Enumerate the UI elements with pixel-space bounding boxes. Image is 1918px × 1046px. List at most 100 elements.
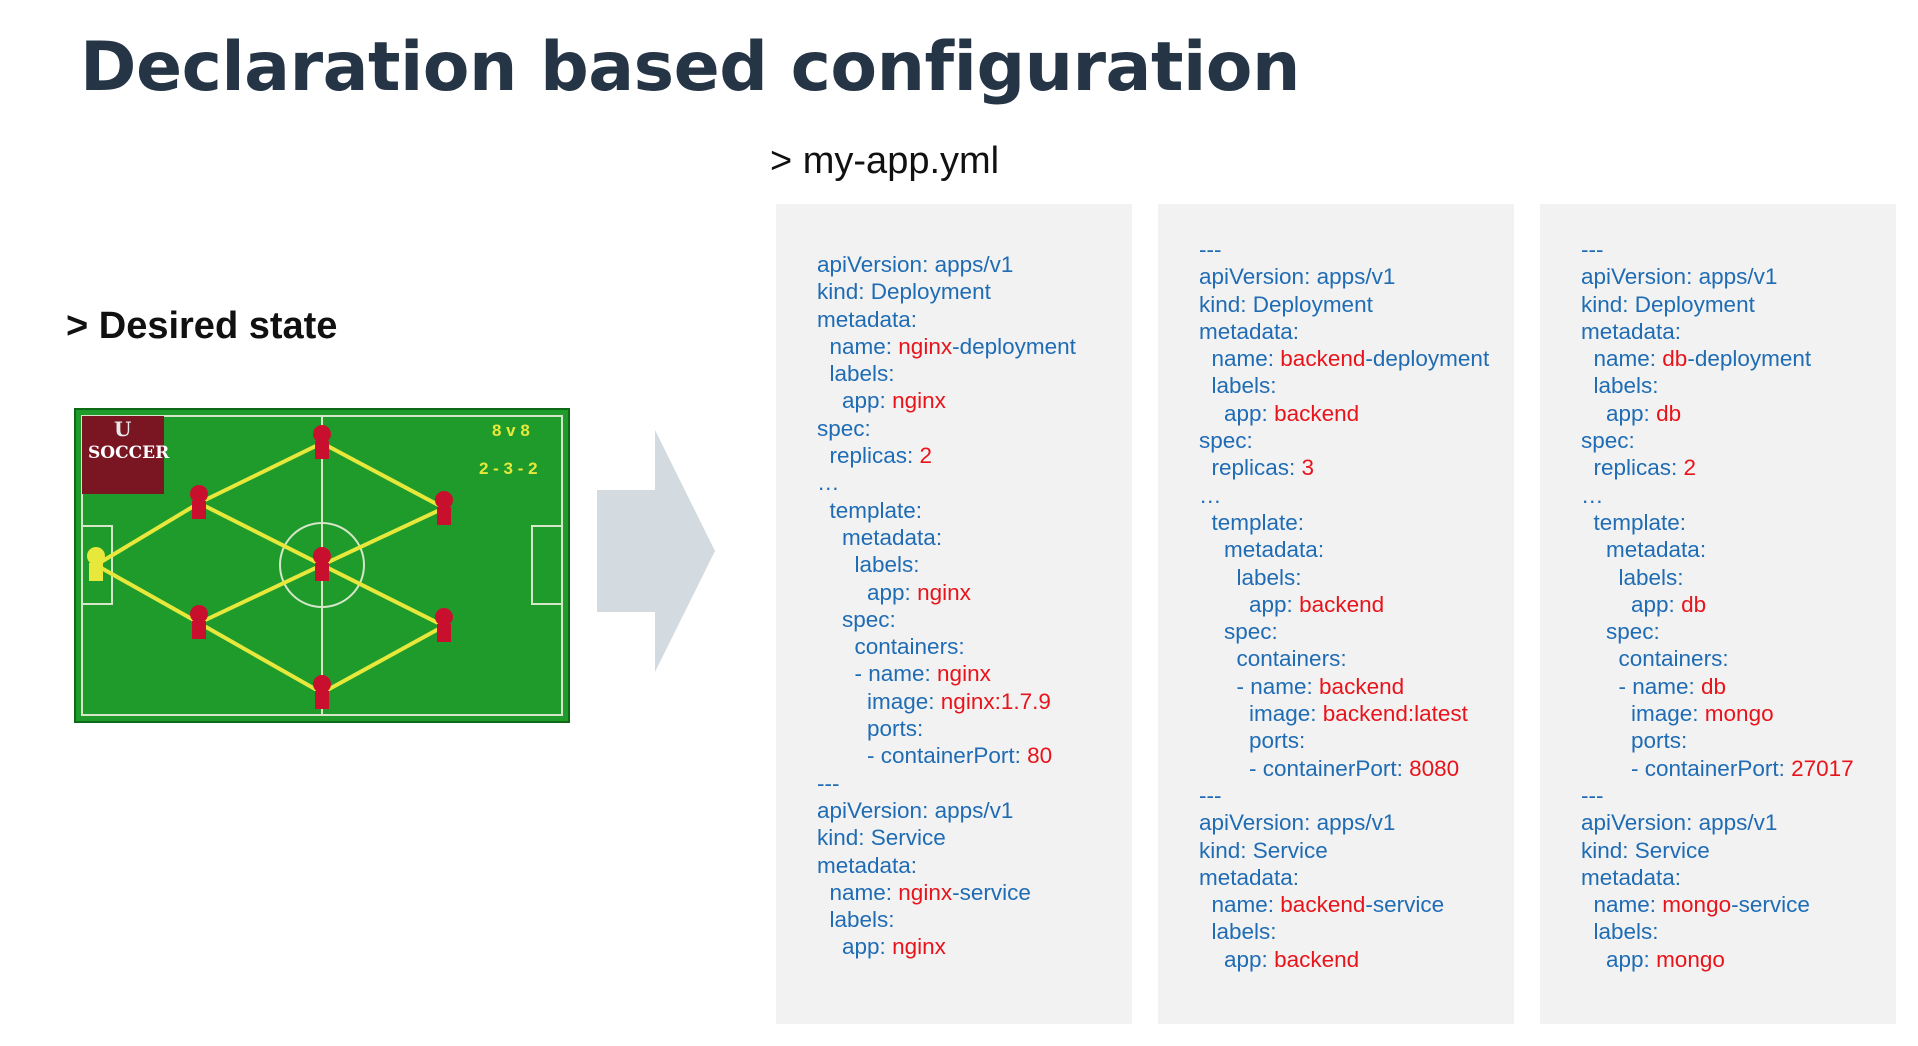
yaml-value: backend [1274, 400, 1360, 426]
yaml-key: apiVersion: apps/v1 [817, 252, 1014, 277]
yaml-line: labels: [1581, 372, 1854, 399]
yaml-key: labels: [817, 361, 895, 387]
yaml-line: - name: db [1581, 673, 1854, 700]
yaml-line: - containerPort: 8080 [1199, 755, 1489, 782]
yaml-line: template: [817, 497, 1076, 524]
yaml-line: spec: [1199, 427, 1489, 454]
yaml-line: labels: [1581, 564, 1854, 591]
yaml-key: name: [1581, 346, 1663, 372]
yaml-key: kind: Deployment [1199, 291, 1373, 317]
yaml-key: labels: [817, 907, 895, 933]
yaml-line: apiVersion: apps/v1 [1199, 263, 1489, 290]
yaml-line: image: nginx:1.7.9 [817, 688, 1076, 715]
yaml-line: app: db [1581, 591, 1854, 618]
yaml-key: … [1199, 482, 1222, 508]
yaml-line: metadata: [1199, 318, 1489, 345]
yaml-line: ports: [817, 715, 1076, 742]
yaml-line: name: nginx-service [817, 879, 1076, 906]
yaml-line: metadata: [1581, 536, 1854, 563]
yaml-key: labels: [1199, 919, 1277, 945]
yaml-line: containers: [817, 633, 1076, 660]
yaml-key: --- [1199, 782, 1222, 808]
yaml-key: containers: [1199, 646, 1347, 672]
yaml-line: name: backend-deployment [1199, 345, 1490, 372]
yaml-line: app: backend [1199, 591, 1489, 618]
yaml-line: metadata: [1199, 864, 1489, 891]
yaml-key: apiVersion: apps/v1 [1581, 264, 1778, 290]
yaml-line: apiVersion: apps/v1 [1581, 263, 1854, 290]
desired-state-label: > Desired state [66, 305, 338, 347]
yaml-key: apiVersion: apps/v1 [1199, 264, 1396, 290]
yaml-line: app: backend [1199, 946, 1489, 973]
yaml-line: --- [1199, 782, 1489, 809]
yaml-key: --- [817, 770, 840, 796]
yaml-line: metadata: [817, 306, 1076, 333]
yaml-value: mongo [1656, 946, 1725, 972]
yaml-key: labels: [1581, 919, 1659, 945]
yaml-value: nginx [937, 661, 991, 687]
yaml-line: metadata: [1199, 536, 1489, 563]
yaml-key: replicas: [817, 443, 920, 469]
yaml-line: image: backend:latest [1199, 700, 1489, 727]
yaml-key: name: [1199, 346, 1281, 372]
yaml-value: mongo [1662, 892, 1732, 918]
file-label: > my-app.yml [770, 140, 1000, 182]
yaml-key: … [817, 470, 840, 496]
yaml-key: - name: [1199, 673, 1320, 699]
yaml-key: labels: [1199, 373, 1277, 399]
yaml-suffix: -service [1365, 892, 1445, 918]
yaml-line: name: nginx-deployment [817, 333, 1076, 360]
yaml-key: - containerPort: [1581, 755, 1792, 781]
soccer-formation-image: SOCCER U 8 v 8 2 - 3 - 2 [74, 408, 570, 723]
slide-title: Declaration based configuration [80, 28, 1300, 107]
yaml-value: 3 [1301, 455, 1315, 481]
yaml-line: image: mongo [1581, 700, 1854, 727]
yaml-key: template: [1581, 509, 1687, 535]
yaml-key: apiVersion: apps/v1 [1581, 810, 1778, 836]
yaml-line: metadata: [817, 524, 1076, 551]
yaml-line: kind: Deployment [1199, 291, 1489, 318]
yaml-value: backend [1299, 591, 1385, 617]
yaml-key: apiVersion: apps/v1 [1199, 810, 1396, 836]
yaml-key: kind: Deployment [1581, 291, 1755, 317]
yaml-key: --- [1581, 237, 1604, 262]
yaml-line: app: mongo [1581, 946, 1854, 973]
yaml-value: nginx [892, 934, 946, 960]
yaml-key: app: [817, 934, 893, 960]
yaml-suffix: -deployment [1687, 346, 1812, 372]
yaml-line: - containerPort: 27017 [1581, 755, 1854, 782]
yaml-key: name: [817, 879, 899, 905]
yaml-value: 80 [1027, 743, 1053, 769]
yaml-value: db [1701, 673, 1727, 699]
yaml-key: metadata: [1581, 864, 1682, 890]
yaml-key: containers: [817, 634, 965, 660]
yaml-line: … [1199, 482, 1489, 509]
yaml-key: app: [1199, 400, 1275, 426]
yaml-line: spec: [817, 606, 1076, 633]
yaml-key: metadata: [1581, 537, 1707, 563]
yaml-key: spec: [1199, 428, 1253, 454]
logo-text: SOCCER [88, 443, 170, 463]
yaml-key: labels: [817, 552, 920, 578]
yaml-value: 2 [1683, 455, 1697, 481]
yaml-value: db [1681, 591, 1707, 617]
yaml-key: - containerPort: [1199, 755, 1410, 781]
arrow-right-icon [597, 430, 715, 677]
yaml-value: db [1662, 346, 1688, 372]
yaml-value: nginx [892, 388, 946, 414]
yaml-key: metadata: [1199, 537, 1325, 563]
yaml-key: name: [1199, 892, 1281, 918]
yaml-line: labels: [1199, 372, 1489, 399]
yaml-key: - name: [1581, 673, 1702, 699]
yaml-line: containers: [1199, 645, 1489, 672]
yaml-value: backend [1274, 946, 1360, 972]
yaml-value: 2 [919, 443, 933, 469]
yaml-line: replicas: 2 [817, 442, 1076, 469]
yaml-line: containers: [1581, 645, 1854, 672]
yaml-line: app: nginx [817, 387, 1076, 414]
yaml-suffix: -service [952, 879, 1031, 905]
yaml-line: name: mongo-service [1581, 891, 1854, 918]
yaml-value: db [1656, 400, 1682, 426]
